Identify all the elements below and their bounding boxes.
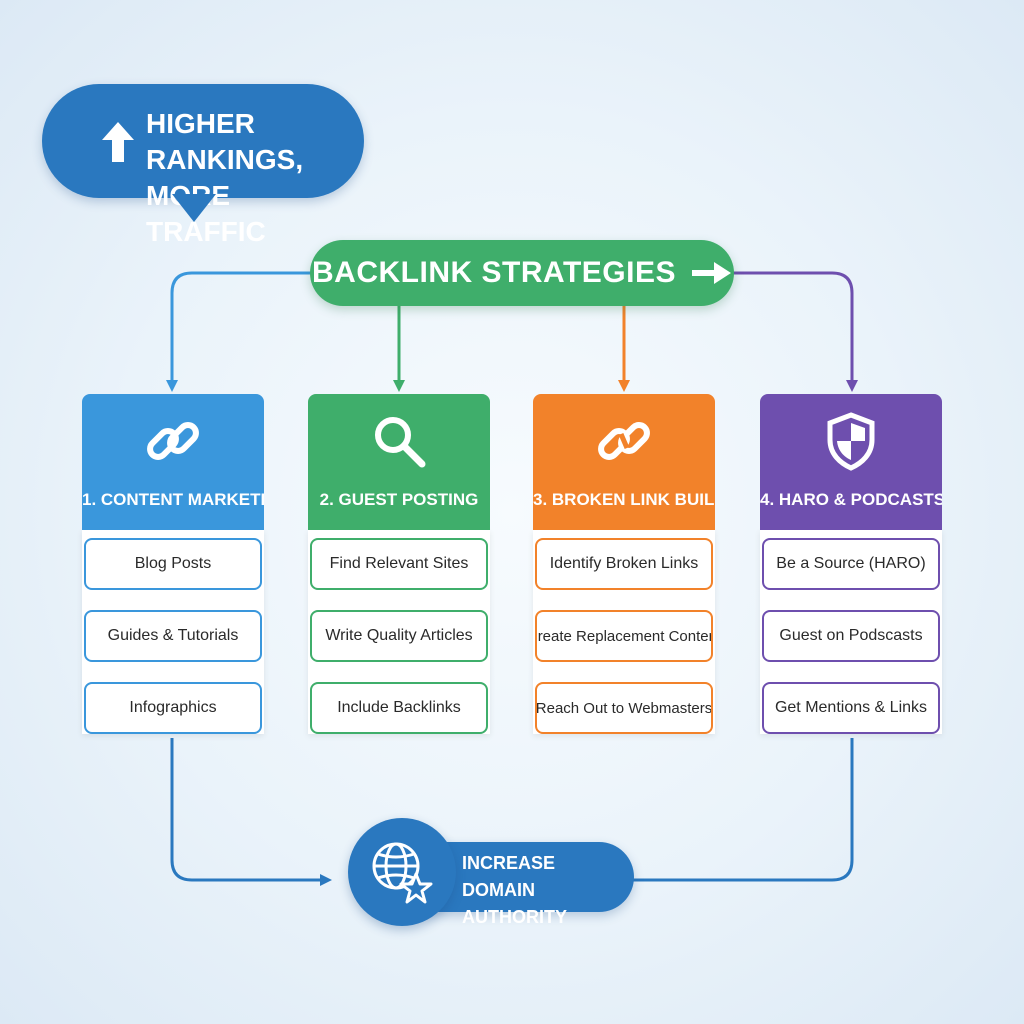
outcome-badge [348, 818, 456, 926]
list-item: Create Replacement Content [535, 610, 713, 662]
callout-tail [172, 194, 216, 222]
column-header: 1. CONTENT MARKETING [82, 394, 264, 530]
up-arrow-icon [102, 122, 134, 162]
connector-content-marketing-to-outcome [170, 738, 320, 882]
shield-icon [827, 412, 875, 471]
column-items: Identify Broken Links Create Replacement… [533, 530, 715, 734]
arrowhead-haro [846, 380, 858, 392]
magnifier-icon [375, 417, 426, 468]
arrowhead-guest-posting [393, 380, 405, 392]
column-items: Be a Source (HARO) Guest on Podscasts Ge… [760, 530, 942, 734]
column-haro-podcasts: 4. HARO & PODCASTS Be a Source (HARO) Gu… [760, 394, 942, 734]
list-item: Guides & Tutorials [84, 610, 262, 662]
strategy-title-pill: BACKLINK STRATEGIES [310, 240, 734, 306]
arrowhead-outcome [320, 874, 332, 886]
list-item: Get Mentions & Links [762, 682, 940, 734]
list-item: Blog Posts [84, 538, 262, 590]
connector-haro-to-outcome [630, 738, 854, 882]
arrowhead-broken-link [618, 380, 630, 392]
list-item: Infographics [84, 682, 262, 734]
column-items: Blog Posts Guides & Tutorials Infographi… [82, 530, 264, 734]
right-arrow-icon [691, 262, 731, 284]
list-item: Identify Broken Links [535, 538, 713, 590]
column-title: 1. CONTENT MARKETING [82, 490, 264, 509]
column-header: 2. GUEST POSTING [308, 394, 490, 530]
column-guest-posting: 2. GUEST POSTING Find Relevant Sites Wri… [308, 394, 490, 734]
column-title: 4. HARO & PODCASTS [760, 490, 942, 509]
callout-text: Higher Rankings, More Traffic [146, 108, 304, 247]
column-items: Find Relevant Sites Write Quality Articl… [308, 530, 490, 734]
list-item: Write Quality Articles [310, 610, 488, 662]
strategy-title: BACKLINK STRATEGIES [312, 256, 676, 289]
globe-star-icon [372, 842, 433, 904]
callout-higher-rankings: Higher Rankings, More Traffic [42, 84, 364, 247]
list-item: Include Backlinks [310, 682, 488, 734]
column-header: 4. HARO & PODCASTS [760, 394, 942, 530]
connector-title-to-haro [732, 271, 854, 380]
column-title: 3. BROKEN LINK BUILDING [533, 490, 715, 509]
list-item: Find Relevant Sites [310, 538, 488, 590]
column-content-marketing: 1. CONTENT MARKETING Blog Posts Guides &… [82, 394, 264, 734]
outcome-text: Increase Domain Authority [462, 853, 567, 927]
arrowhead-content-marketing [166, 380, 178, 392]
list-item: Reach Out to Webmasters [535, 682, 713, 734]
chain-link-icon [147, 422, 199, 460]
connector-title-to-content-marketing [170, 271, 312, 380]
list-item: Guest on Podscasts [762, 610, 940, 662]
column-header: 3. BROKEN LINK BUILDING [533, 394, 715, 530]
column-title: 2. GUEST POSTING [319, 490, 479, 509]
broken-link-icon [598, 422, 650, 460]
column-broken-link-building: 3. BROKEN LINK BUILDING Identify Broken … [533, 394, 715, 734]
list-item: Be a Source (HARO) [762, 538, 940, 590]
